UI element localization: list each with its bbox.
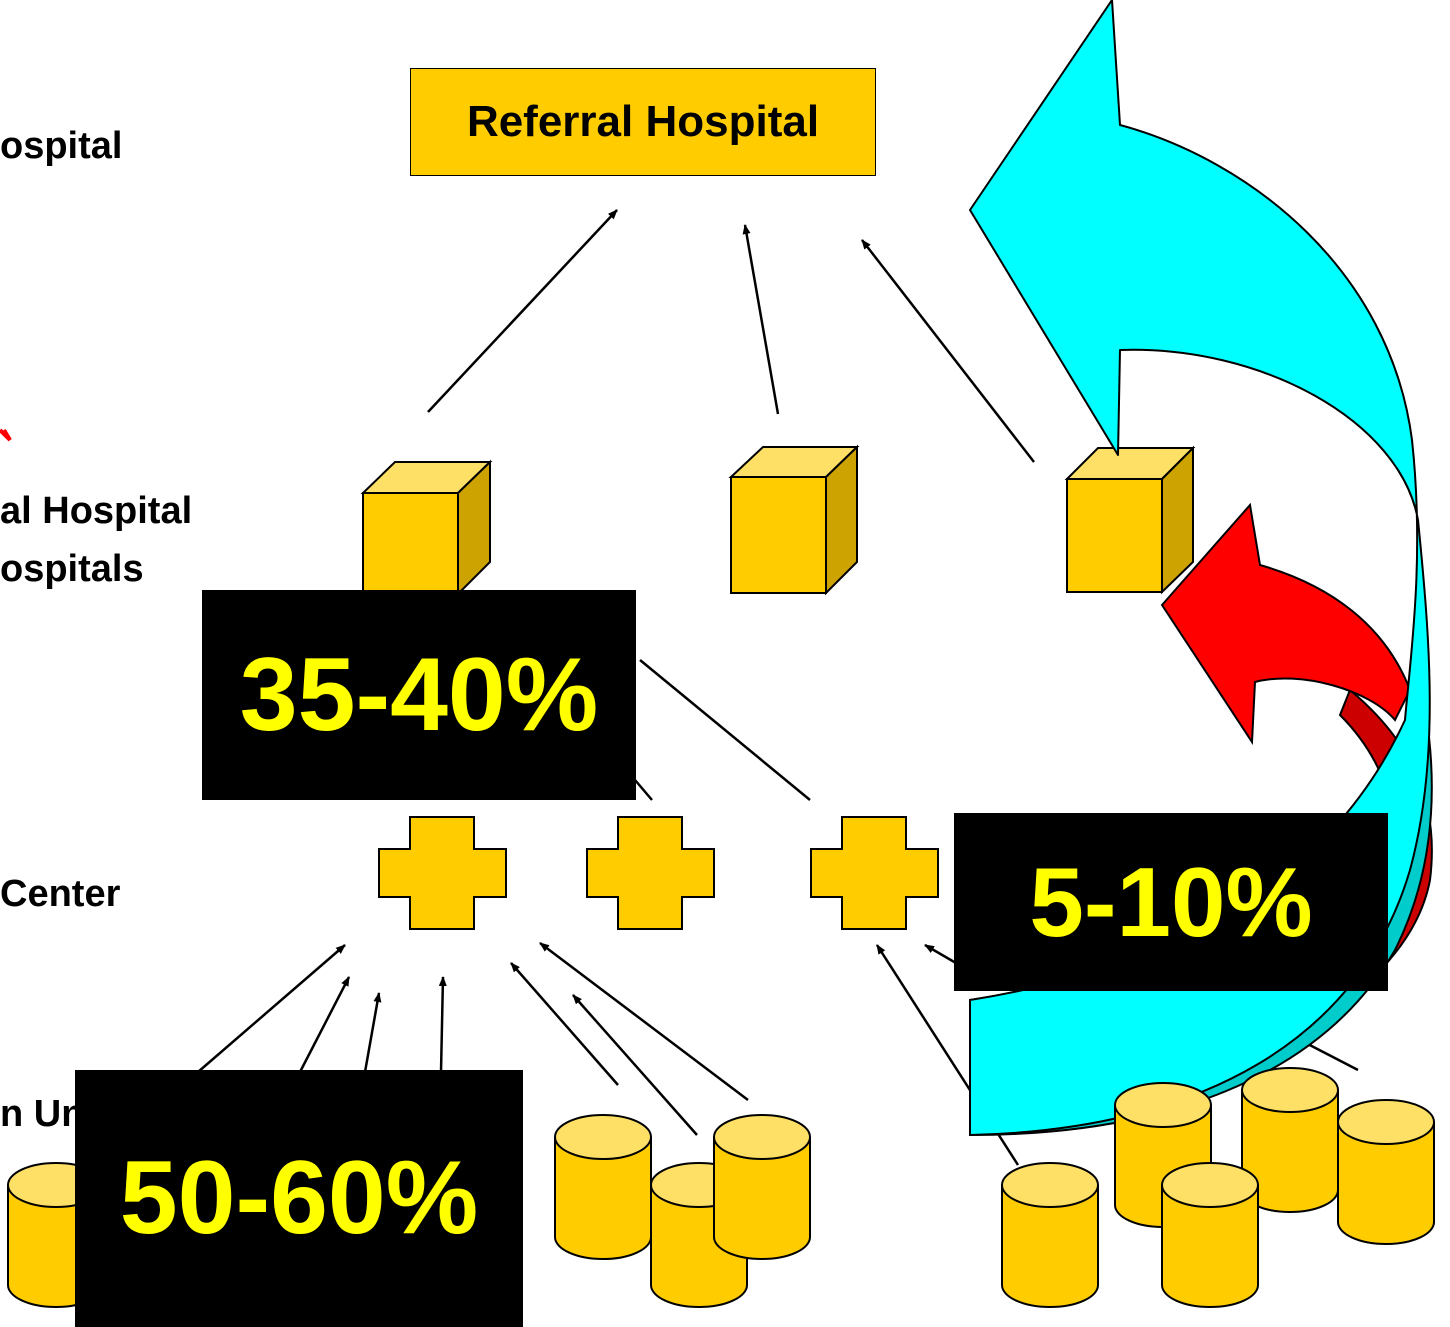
cross-center-3 — [810, 816, 939, 930]
cross-center-1 — [378, 816, 507, 930]
cylinder — [713, 1114, 811, 1260]
percent-unit: 50-60% — [75, 1070, 523, 1327]
red-mark — [0, 428, 12, 442]
arrow-line — [427, 209, 618, 413]
cube-district-1 — [360, 459, 493, 597]
cube-district-3 — [1064, 445, 1196, 595]
referral-hospital-box: Referral Hospital — [410, 68, 876, 176]
cylinder — [1241, 1067, 1339, 1213]
label-district-level-1: al Hospital — [0, 490, 193, 532]
label-unit-level: n Un — [0, 1093, 85, 1135]
cross-center-2 — [586, 816, 715, 930]
lines-center-to-district — [634, 659, 811, 801]
percent-district: 35-40% — [202, 590, 636, 800]
label-center-level: Center — [0, 873, 121, 915]
label-referral-level: ospital — [0, 125, 123, 167]
arrow-line — [861, 239, 1035, 463]
cylinder — [1337, 1099, 1435, 1245]
cylinder — [554, 1114, 652, 1260]
cube-district-2 — [728, 444, 860, 596]
arrow-line — [742, 224, 780, 415]
cylinder-group-right — [1001, 1067, 1435, 1308]
label-district-level-2: ospitals — [0, 548, 144, 590]
arrows-district-to-referral — [427, 209, 1035, 463]
cylinder — [1161, 1162, 1259, 1308]
cylinder-group-middle — [554, 1114, 811, 1308]
cylinder — [1001, 1162, 1099, 1308]
percent-bypass: 5-10% — [954, 813, 1388, 991]
